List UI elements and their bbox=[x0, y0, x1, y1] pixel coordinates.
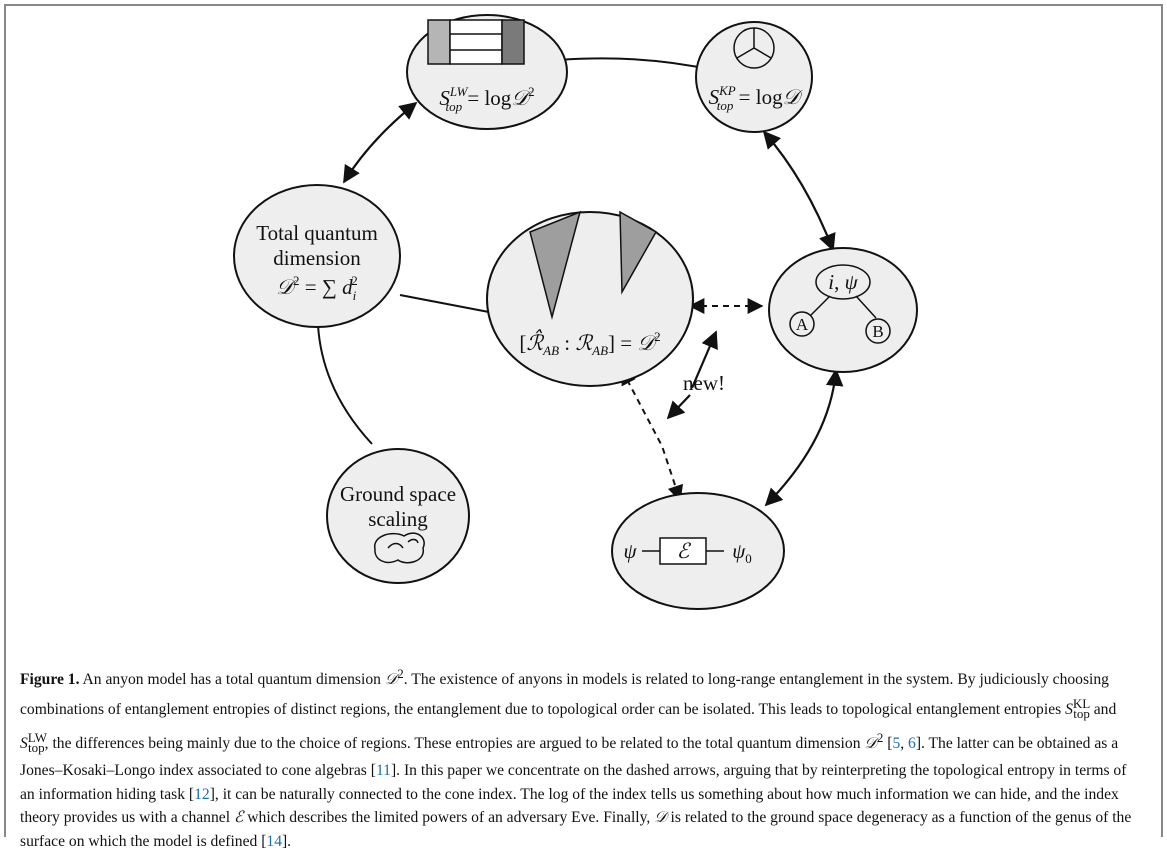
ground-line2: scaling bbox=[368, 507, 428, 531]
fusion-top-label: i, ψ bbox=[828, 270, 858, 294]
node-cone-index: [ℛ̂AB : ℛAB] = 𝒟2 bbox=[486, 210, 694, 387]
total-line1: Total quantum bbox=[256, 221, 378, 245]
arrow-fusion-channel bbox=[764, 368, 844, 507]
lw-region-icon bbox=[427, 19, 525, 65]
total-formula: 𝒟2 = ∑ di2 bbox=[276, 273, 357, 303]
kp-region-icon bbox=[733, 27, 775, 69]
channel-output: ψ0 bbox=[732, 539, 752, 566]
dashed-arrows bbox=[621, 298, 764, 502]
connector-lw-kp bbox=[557, 57, 714, 71]
node-channel: ψ ℰ ψ0 bbox=[611, 492, 785, 610]
genus-surface-icon bbox=[374, 532, 425, 564]
caption-label: Figure 1. bbox=[20, 671, 80, 689]
node-ground-space-scaling: Ground space scaling bbox=[326, 448, 470, 584]
channel-symbol: ℰ bbox=[677, 539, 692, 563]
ground-line1: Ground space bbox=[340, 482, 456, 506]
figure-frame bbox=[4, 4, 1163, 837]
total-line2: dimension bbox=[273, 246, 361, 270]
connector-total-ground bbox=[317, 324, 373, 445]
arrow-kp-fusion bbox=[762, 130, 836, 252]
arrow-lw-total bbox=[343, 101, 418, 184]
connector-total-index bbox=[399, 294, 495, 314]
figure-caption: Figure 1. An anyon model has a total qua… bbox=[20, 662, 1145, 853]
dashed-arrow-index-channel bbox=[621, 368, 684, 502]
fusion-b-label: B bbox=[872, 322, 883, 341]
cone-left bbox=[529, 210, 582, 320]
cone-index-formula: [ℛ̂AB : ℛAB] = 𝒟2 bbox=[519, 329, 660, 358]
caption-text: An anyon model has a total quantum dimen… bbox=[20, 666, 1132, 850]
cone-right bbox=[619, 210, 658, 295]
channel-input: ψ bbox=[623, 539, 637, 563]
arrow-new-up bbox=[690, 330, 718, 389]
node-fusion-tree: i, ψ A B bbox=[768, 247, 918, 373]
arrow-new-down bbox=[666, 394, 691, 420]
fusion-a-label: A bbox=[796, 315, 809, 334]
new-label: new! bbox=[683, 371, 725, 395]
node-total-quantum-dimension: Total quantum dimension 𝒟2 = ∑ di2 bbox=[233, 184, 401, 328]
